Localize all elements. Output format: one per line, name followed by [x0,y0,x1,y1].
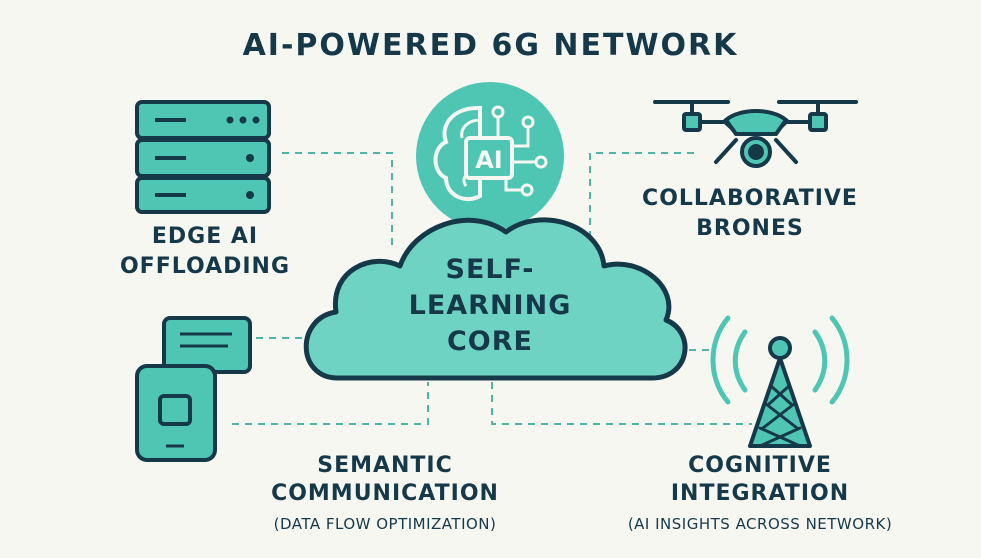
server-stack-icon [135,100,271,214]
cognitive-line2: INTEGRATION [670,481,850,506]
connector-edge [282,152,393,250]
cognitive-line1: COGNITIVE [688,453,832,478]
core-label-line1: SELF- [445,254,535,285]
ai-brain-icon: AI [416,82,564,230]
self-learning-core-cloud [303,217,688,381]
edge-ai-line1: EDGE AI [151,224,259,249]
edge-ai-label: EDGE AI OFFLOADING [95,222,315,282]
semantic-line1: SEMANTIC [317,453,453,478]
cognitive-subtitle: (AI INSIGHTS ACROSS NETWORK) [627,515,893,533]
connector-drones [589,152,694,250]
drones-line1: COLLABORATIVE [642,186,858,211]
connector-cognitive-lower [491,382,752,425]
phone-chat-icon [135,316,252,462]
drone-icon [653,100,858,168]
semantic-label: SEMANTIC COMMUNICATION (DATA FLOW OPTIMI… [225,452,545,538]
semantic-line2: COMMUNICATION [271,481,499,506]
drones-line2: BRONES [696,216,804,241]
core-label-line3: CORE [446,326,533,357]
cognitive-label: COGNITIVE INTEGRATION (AI INSIGHTS ACROS… [610,452,910,538]
drones-label: COLLABORATIVE BRONES [620,184,880,244]
page-title: AI-POWERED 6G NETWORK [242,28,739,63]
semantic-subtitle: (DATA FLOW OPTIMIZATION) [273,515,497,533]
antenna-tower-icon [710,315,850,448]
connectors [232,152,752,425]
core-label-line2: LEARNING [408,290,572,321]
connector-semantic-lower [232,382,429,425]
core-label: SELF- LEARNING CORE [355,252,625,360]
edge-ai-line2: OFFLOADING [119,254,291,279]
ai-badge-text: AI [475,146,503,174]
